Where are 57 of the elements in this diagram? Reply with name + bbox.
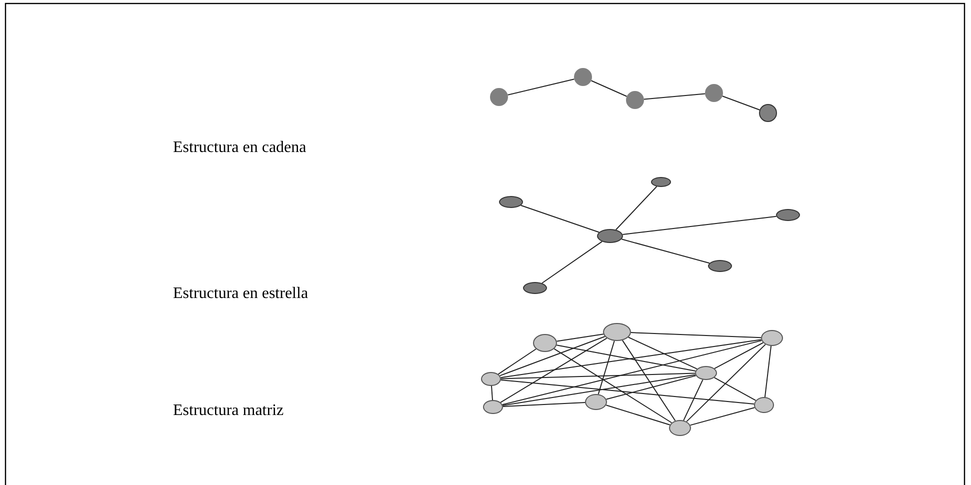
- connector-line: [622, 340, 676, 422]
- connector-line: [764, 345, 772, 398]
- network-node: [708, 260, 732, 272]
- network-node: [574, 68, 592, 86]
- structure-label: Estructura matriz: [173, 402, 284, 420]
- connector-line: [554, 348, 672, 424]
- connector-line: [500, 339, 762, 378]
- network-node: [759, 104, 777, 122]
- connector-line: [590, 80, 628, 97]
- structure-label: Estructura en estrella: [173, 285, 308, 303]
- connector-line: [542, 241, 603, 284]
- network-node: [597, 229, 623, 243]
- network-node: [483, 400, 503, 414]
- network-node: [499, 196, 523, 208]
- connector-line: [502, 402, 586, 408]
- network-node: [695, 366, 717, 380]
- network-node: [523, 282, 547, 294]
- network-node: [533, 334, 557, 352]
- connector-line: [491, 386, 493, 400]
- network-node: [705, 84, 723, 102]
- connector-line: [643, 93, 706, 100]
- connector-line: [615, 186, 658, 230]
- connector-line: [683, 379, 704, 421]
- connector-line: [598, 340, 615, 395]
- connector-line: [714, 377, 756, 401]
- connector-line: [498, 348, 537, 375]
- network-node: [776, 209, 800, 221]
- connector-line: [502, 374, 696, 406]
- network-node: [761, 330, 783, 346]
- connector-line: [606, 375, 696, 400]
- connector-line: [507, 78, 575, 96]
- connector-line: [690, 407, 756, 426]
- connector-line: [502, 340, 762, 406]
- network-node: [669, 420, 691, 436]
- connector-line: [556, 334, 604, 342]
- connector-line: [621, 238, 710, 264]
- network-node: [481, 372, 501, 386]
- connector-line: [686, 344, 766, 422]
- network-node: [585, 394, 607, 410]
- connector-line: [606, 404, 670, 426]
- connector-line: [628, 336, 698, 370]
- connector-line: [556, 344, 696, 372]
- network-node: [651, 177, 671, 187]
- connector-line: [520, 204, 600, 233]
- connector-line: [630, 332, 762, 338]
- connector-line: [622, 216, 777, 235]
- network-node: [603, 323, 631, 341]
- connector-line: [722, 96, 760, 110]
- connector-line: [500, 338, 608, 403]
- network-node: [754, 397, 774, 413]
- connector-line: [714, 342, 764, 370]
- connector-line: [500, 372, 696, 380]
- connector-line: [499, 336, 606, 376]
- connector-line: [500, 379, 755, 405]
- network-node: [490, 88, 508, 106]
- network-node: [626, 91, 644, 109]
- structure-label: Estructura en cadena: [173, 139, 306, 157]
